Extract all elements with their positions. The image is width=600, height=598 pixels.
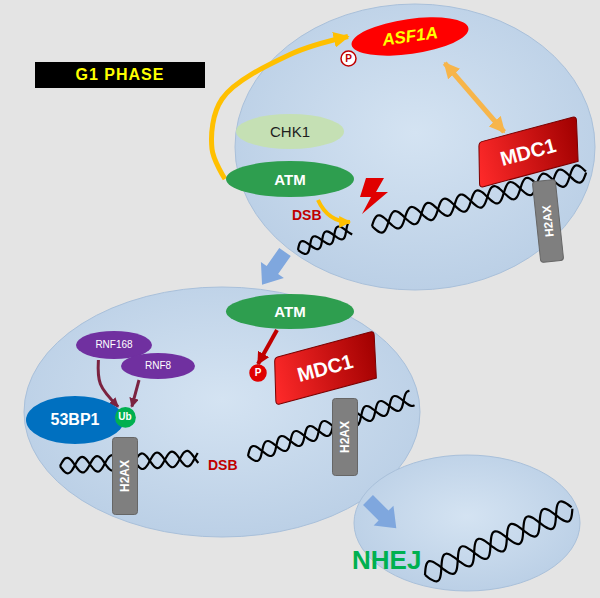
signal-arrow (258, 330, 277, 364)
node-label: P (345, 54, 352, 64)
node-outline (349, 11, 471, 62)
node-outline (265, 331, 385, 405)
phospho-mark: P (249, 364, 267, 382)
node-outline (26, 396, 124, 444)
phase-title-box: G1 PHASE (35, 62, 205, 88)
node-label: RNF8 (145, 361, 171, 371)
dna-strand (298, 224, 348, 250)
node-label: H2AX (540, 204, 555, 237)
protein-ellipse: ASF1A (348, 10, 472, 63)
node-label: ATM (274, 304, 305, 319)
nucleus-outline (235, 4, 595, 290)
ligase-ellipse: RNF8 (120, 352, 196, 380)
dna-strand (248, 396, 415, 456)
node-outline (236, 114, 344, 149)
histone-box: H2AX (532, 179, 564, 263)
signal-arrow (98, 360, 118, 407)
node-outline (341, 51, 356, 66)
protein-ellipse: 53BP1 (25, 395, 125, 445)
break-label: DSB (208, 458, 238, 473)
node-label: P (255, 368, 262, 378)
histone-box: H2AX (112, 437, 138, 515)
signal-arrow (212, 37, 348, 180)
step-arrow (358, 490, 406, 538)
node-label: 53BP1 (51, 412, 100, 428)
node-outline (113, 438, 138, 515)
node-label: CHK1 (270, 124, 310, 139)
phase-title: G1 PHASE (76, 67, 165, 83)
histone-box: H2AX (332, 398, 358, 476)
node-label: RNF168 (95, 340, 132, 350)
break-bolt (360, 178, 388, 214)
kinase-ellipse: CHK1 (235, 113, 345, 150)
node-outline (226, 294, 354, 329)
mediator-box: MDC1 (468, 116, 588, 187)
node-outline (469, 116, 587, 187)
node-label: H2AX (339, 421, 351, 453)
node-outline (115, 407, 136, 428)
node-label: H2AX (119, 460, 131, 492)
dna-strand (248, 391, 409, 461)
phospho-mark: P (340, 50, 357, 67)
kinase-ellipse: ATM (225, 160, 355, 198)
node-label: Ub (118, 412, 131, 422)
mediator-box: MDC1 (264, 331, 386, 405)
node-outline (226, 161, 354, 197)
break-label: DSB (292, 208, 322, 223)
signal-arrow (318, 200, 350, 222)
node-outline (333, 399, 358, 476)
ubiquitin-mark: Ub (114, 406, 137, 429)
kinase-ellipse: ATM (225, 293, 355, 330)
node-label: ATM (274, 172, 305, 187)
node-outline (250, 365, 266, 381)
pathway-label: NHEJ (352, 546, 421, 575)
dna-strand (425, 501, 572, 575)
step-arrow (251, 244, 297, 293)
node-outline (532, 180, 563, 263)
signal-arrow (445, 63, 504, 132)
node-outline (121, 353, 195, 379)
signal-arrow (132, 380, 139, 407)
